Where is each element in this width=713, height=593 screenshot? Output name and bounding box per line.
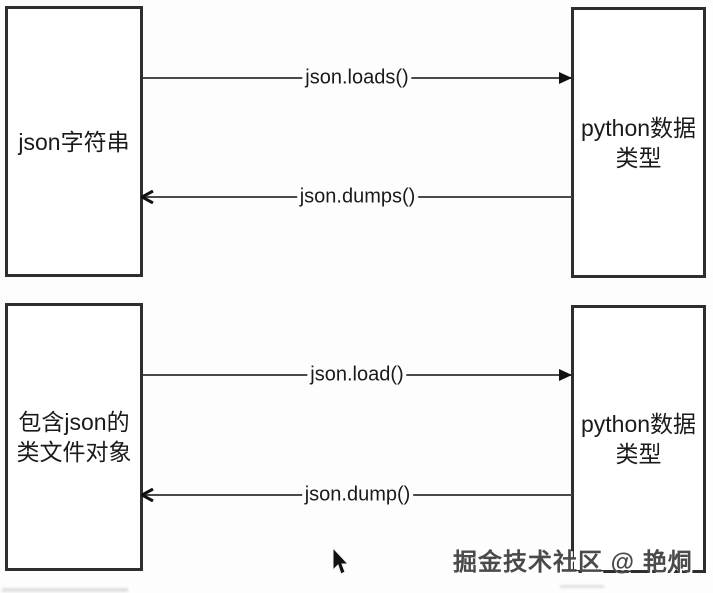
bottom-left-artifact bbox=[2, 588, 128, 592]
arrowhead-left-icon bbox=[141, 190, 154, 204]
box-python-type-top: python数据 类型 bbox=[571, 7, 706, 278]
box-json-file-object-label: 包含json的 类文件对象 bbox=[16, 409, 132, 465]
box-json-file-object: 包含json的 类文件对象 bbox=[5, 303, 143, 571]
arrow-label-dump: json.dump() bbox=[301, 483, 414, 507]
arrow-label-load: json.load() bbox=[307, 363, 407, 387]
arrowhead-right-icon bbox=[559, 72, 572, 84]
arrow-label-dumps: json.dumps() bbox=[296, 185, 419, 209]
arrowhead-right-icon bbox=[559, 369, 572, 381]
arrow-json-load: json.load() bbox=[143, 363, 572, 387]
box-python-type-top-label: python数据 类型 bbox=[580, 114, 697, 171]
arrow-json-loads: json.loads() bbox=[143, 66, 572, 90]
mouse-cursor-icon bbox=[332, 547, 350, 575]
box-json-string: json字符串 bbox=[5, 6, 143, 277]
watermark: 掘金技术社区 @ 艳烔 bbox=[453, 549, 693, 576]
arrowhead-left-icon bbox=[141, 488, 154, 502]
arrow-label-loads: json.loads() bbox=[302, 66, 412, 90]
bottom-right-artifact bbox=[560, 585, 604, 588]
box-python-type-bottom: python数据 类型 bbox=[571, 305, 706, 573]
box-json-string-label: json字符串 bbox=[18, 128, 130, 155]
box-python-type-bottom-label: python数据 类型 bbox=[580, 411, 697, 467]
arrow-json-dumps: json.dumps() bbox=[141, 185, 572, 209]
arrow-json-dump: json.dump() bbox=[141, 483, 572, 507]
